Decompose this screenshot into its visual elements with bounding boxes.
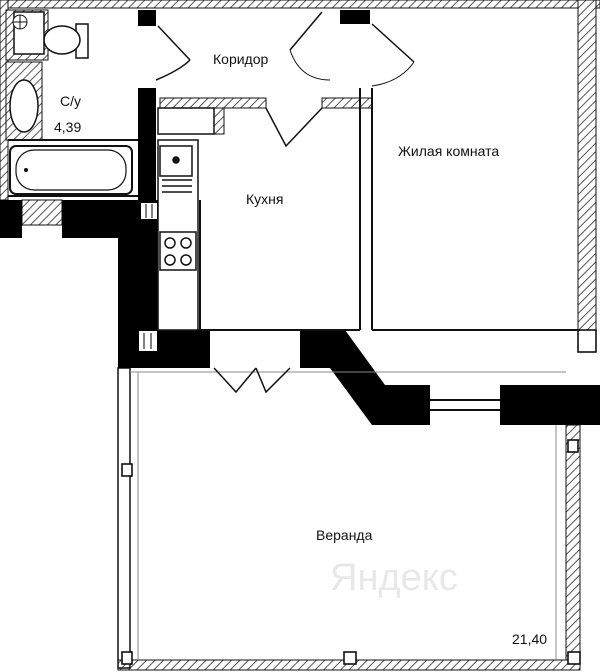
living-room-label: Жилая комната xyxy=(398,143,499,159)
sink xyxy=(9,11,45,133)
columns xyxy=(137,201,597,353)
solid-walls xyxy=(0,10,600,425)
bathroom-label: С/у xyxy=(60,93,81,109)
kitchen-counter xyxy=(157,107,215,331)
watermark: Яндекс xyxy=(330,557,458,599)
bathtub xyxy=(9,145,133,195)
bathroom-area: 4,39 xyxy=(54,119,81,135)
stove xyxy=(159,231,197,271)
veranda-label: Веранда xyxy=(316,527,373,543)
toilet xyxy=(43,23,89,59)
doors xyxy=(155,11,415,394)
veranda-posts xyxy=(121,439,581,665)
partitions xyxy=(8,88,580,660)
veranda-area: 21,40 xyxy=(512,631,547,647)
kitchen-label: Кухня xyxy=(246,191,283,207)
corridor-label: Коридор xyxy=(213,51,269,67)
